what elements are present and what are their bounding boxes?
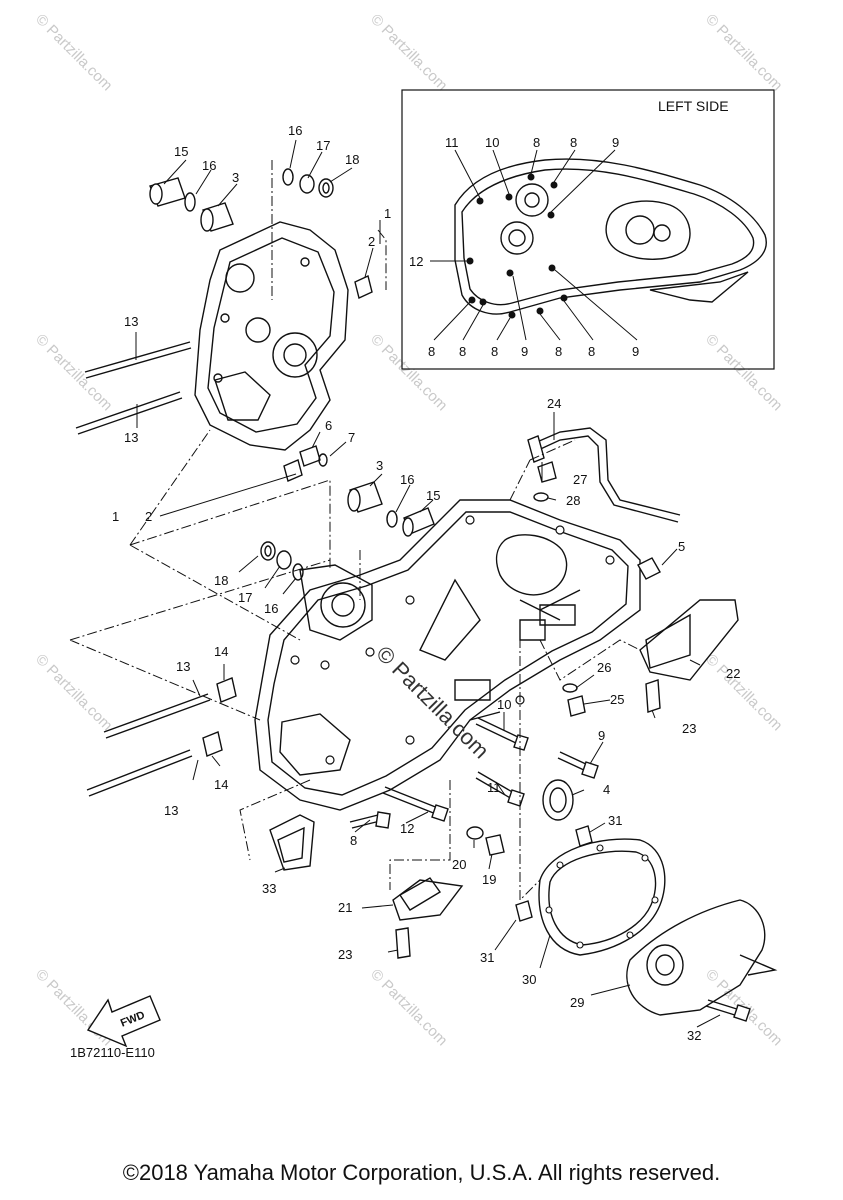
- callout-12: 12: [400, 821, 414, 836]
- callout-25: 25: [610, 692, 624, 707]
- callout-9: 9: [598, 728, 605, 743]
- callout-2: 2: [145, 509, 152, 524]
- callout-31: 31: [608, 813, 622, 828]
- callout-9: 9: [612, 135, 619, 150]
- catalog-code: 1B72110-E110: [70, 1045, 155, 1060]
- callout-16: 16: [400, 472, 414, 487]
- callout-8: 8: [588, 344, 595, 359]
- callout-8: 8: [428, 344, 435, 359]
- callout-10: 10: [497, 697, 511, 712]
- callout-17: 17: [316, 138, 330, 153]
- callout-18: 18: [214, 573, 228, 588]
- callout-13: 13: [124, 430, 138, 445]
- callout-32: 32: [687, 1028, 701, 1043]
- callout-3: 3: [232, 170, 239, 185]
- callout-13: 13: [124, 314, 138, 329]
- callout-9: 9: [521, 344, 528, 359]
- callout-8: 8: [491, 344, 498, 359]
- callout-29: 29: [570, 995, 584, 1010]
- assembly-lines: [69, 160, 641, 902]
- callout-10: 10: [485, 135, 499, 150]
- watermark: © Partzilla.com: [367, 331, 450, 414]
- callout-23: 23: [682, 721, 696, 736]
- callout-3: 3: [376, 458, 383, 473]
- callout-30: 30: [522, 972, 536, 987]
- top-small-parts: [75, 168, 373, 482]
- callout-16: 16: [288, 123, 302, 138]
- watermark: © Partzilla.com: [32, 651, 115, 734]
- callout-20: 20: [452, 857, 466, 872]
- callout-14: 14: [214, 644, 228, 659]
- watermark: © Partzilla.com: [32, 11, 115, 94]
- side-cover: [515, 825, 778, 1022]
- callout-27: 27: [573, 472, 587, 487]
- callout-8: 8: [350, 833, 357, 848]
- callout-2: 2: [368, 234, 375, 249]
- callout-15: 15: [426, 488, 440, 503]
- callout-8: 8: [555, 344, 562, 359]
- watermark: © Partzilla.com: [702, 651, 785, 734]
- mid-small-parts: [86, 481, 435, 797]
- callout-12: 12: [409, 254, 423, 269]
- callout-14: 14: [214, 777, 228, 792]
- callout-5: 5: [678, 539, 685, 554]
- callout-1: 1: [384, 206, 391, 221]
- callout-33: 33: [262, 881, 276, 896]
- callouts: 15 16 3 16 17 18 1 2 13 13 6 7 1 2 3 16 …: [112, 123, 740, 1043]
- callout-1: 1: [112, 509, 119, 524]
- inset-callouts: 11 10 8 8 9 12 8 8 8 9 8 8 9: [409, 135, 639, 359]
- leader-lines: [135, 139, 721, 1028]
- callout-17: 17: [238, 590, 252, 605]
- bolts: [349, 683, 599, 856]
- callout-8: 8: [570, 135, 577, 150]
- callout-23: 23: [338, 947, 352, 962]
- guide-plates: [269, 599, 739, 959]
- callout-8: 8: [533, 135, 540, 150]
- callout-11: 11: [445, 135, 459, 150]
- callout-8: 8: [459, 344, 466, 359]
- watermark: © Partzilla.com: [367, 11, 450, 94]
- callout-22: 22: [726, 666, 740, 681]
- callout-26: 26: [597, 660, 611, 675]
- left-crankcase-half: [194, 221, 349, 451]
- callout-19: 19: [482, 872, 496, 887]
- callout-13: 13: [176, 659, 190, 674]
- callout-21: 21: [338, 900, 352, 915]
- copyright-notice: ©2018 Yamaha Motor Corporation, U.S.A. A…: [122, 1160, 721, 1185]
- watermark: © Partzilla.com: [702, 11, 785, 94]
- callout-24: 24: [547, 396, 561, 411]
- left-side-inset: LEFT SIDE 11 10 8 8 9 12: [401, 89, 775, 370]
- callout-13: 13: [164, 803, 178, 818]
- callout-4: 4: [603, 782, 610, 797]
- fwd-arrow-icon: FWD: [86, 995, 161, 1048]
- watermark: © Partzilla.com: [702, 331, 785, 414]
- callout-16: 16: [202, 158, 216, 173]
- inset-title: LEFT SIDE: [658, 98, 729, 114]
- callout-11: 11: [487, 780, 501, 795]
- callout-18: 18: [345, 152, 359, 167]
- callout-28: 28: [566, 493, 580, 508]
- callout-31: 31: [480, 950, 494, 965]
- callout-9: 9: [632, 344, 639, 359]
- callout-6: 6: [325, 418, 332, 433]
- watermark: © Partzilla.com: [367, 966, 450, 1049]
- callout-16: 16: [264, 601, 278, 616]
- callout-7: 7: [348, 430, 355, 445]
- callout-15: 15: [174, 144, 188, 159]
